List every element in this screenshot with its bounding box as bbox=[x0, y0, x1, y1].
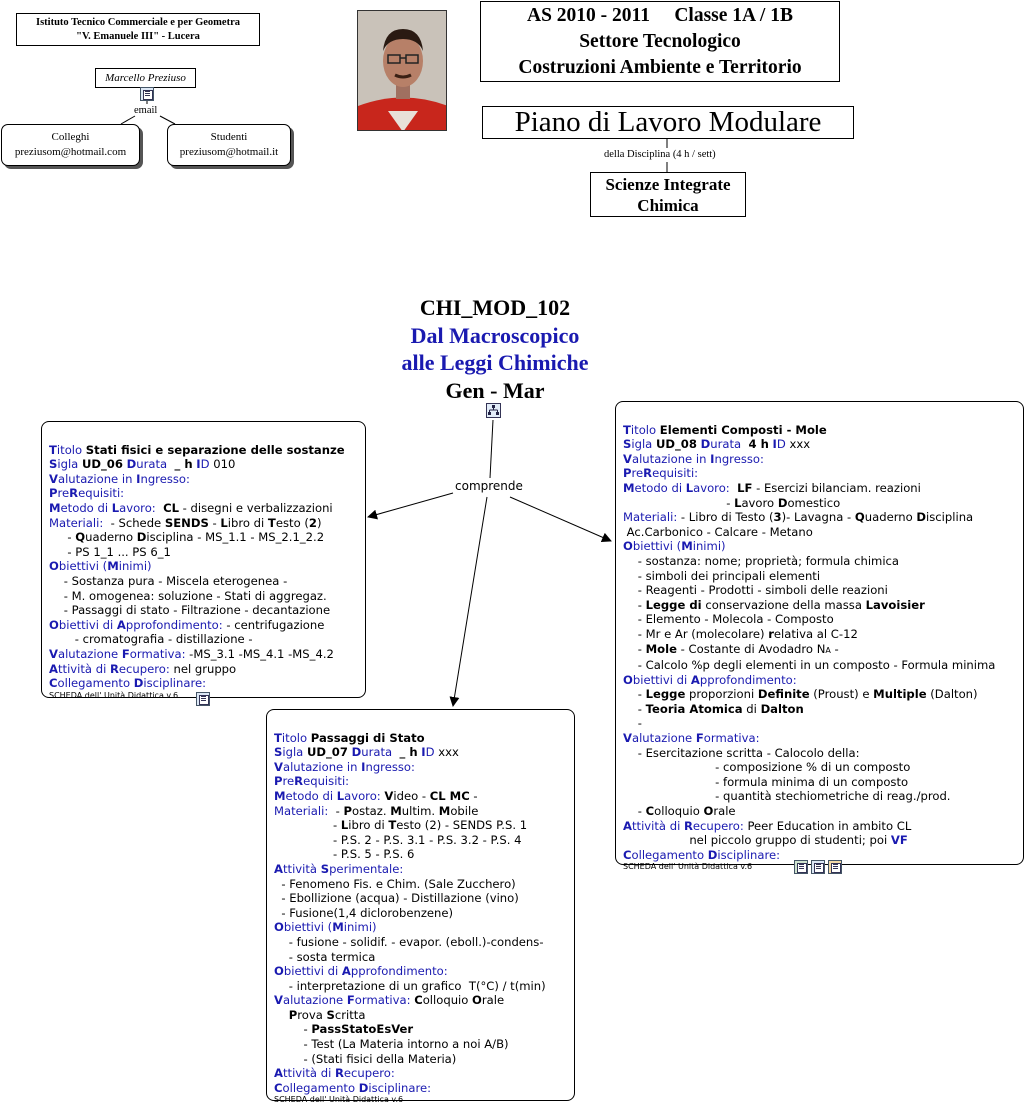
school-year-box: AS 2010 - 2011 Classe 1A / 1B Settore Te… bbox=[480, 1, 840, 82]
module-period: Gen - Mar bbox=[350, 377, 640, 405]
unit-card-ud06[interactable]: Titolo Stati fisici e separazione delle … bbox=[41, 421, 366, 698]
author-photo bbox=[357, 10, 447, 131]
sector: Settore Tecnologico bbox=[481, 29, 839, 55]
plan-link-label: della Disciplina (4 h / sett) bbox=[604, 149, 716, 160]
document-icon[interactable] bbox=[196, 692, 210, 706]
module-heading: CHI_MOD_102 Dal Macroscopico alle Leggi … bbox=[350, 294, 640, 404]
document-icon[interactable] bbox=[140, 87, 154, 101]
school-year-class: AS 2010 - 2011 Classe 1A / 1B bbox=[481, 3, 839, 29]
studenti-box[interactable]: Studenti preziusom@hotmail.it bbox=[167, 124, 291, 166]
module-title-line2: alle Leggi Chimiche bbox=[350, 349, 640, 377]
studenti-email[interactable]: preziusom@hotmail.it bbox=[168, 145, 290, 160]
plan-title-box: Piano di Lavoro Modulare bbox=[482, 106, 854, 139]
image-icon[interactable] bbox=[794, 860, 808, 874]
author-name: Marcello Preziuso bbox=[105, 72, 186, 84]
school-name: Istituto Tecnico Commerciale e per Geome… bbox=[17, 16, 259, 30]
subject-line1: Scienze Integrate bbox=[591, 174, 745, 195]
school-name-line2: "V. Emanuele III" - Lucera bbox=[17, 30, 259, 44]
document-icon[interactable] bbox=[811, 860, 825, 874]
card-footer: SCHEDA dell' Unità Didattica v.6 bbox=[274, 1095, 567, 1105]
author-name-box: Marcello Preziuso bbox=[95, 68, 196, 88]
photo-icon bbox=[358, 11, 447, 131]
subject-line2: Chimica bbox=[591, 195, 745, 216]
module-code: CHI_MOD_102 bbox=[350, 294, 640, 322]
studenti-title: Studenti bbox=[168, 130, 290, 145]
hierarchy-icon[interactable] bbox=[486, 403, 501, 418]
comprende-label: comprende bbox=[454, 479, 524, 493]
colleghi-box[interactable]: Colleghi preziusom@hotmail.com bbox=[1, 124, 140, 166]
module-title-line1: Dal Macroscopico bbox=[350, 322, 640, 350]
email-link-label: email bbox=[134, 105, 157, 116]
plan-title: Piano di Lavoro Modulare bbox=[515, 106, 822, 138]
subject-box: Scienze Integrate Chimica bbox=[590, 172, 746, 217]
colleghi-title: Colleghi bbox=[2, 130, 139, 145]
school-box: Istituto Tecnico Commerciale e per Geome… bbox=[16, 13, 260, 46]
colleghi-email[interactable]: preziusom@hotmail.com bbox=[2, 145, 139, 160]
report-icon[interactable] bbox=[828, 860, 842, 874]
course: Costruzioni Ambiente e Territorio bbox=[481, 55, 839, 81]
